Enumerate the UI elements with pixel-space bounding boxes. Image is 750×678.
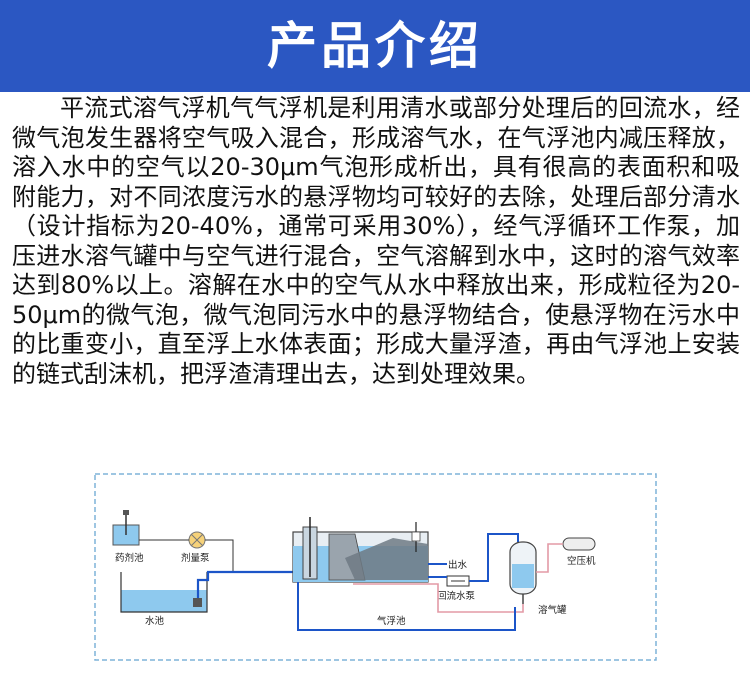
air-compressor-icon: [562, 537, 596, 551]
label-chemical-tank: 药剂池: [115, 552, 144, 564]
label-air-compressor: 空压机: [567, 555, 596, 567]
diagram-border: [94, 473, 657, 661]
air-pipe: [536, 543, 563, 573]
label-flotation-tank: 气浮池: [377, 615, 406, 627]
process-flow-diagram: 药剂池 剂量泵 水池: [93, 472, 658, 662]
dissolved-water-pipe: [353, 583, 524, 613]
title-banner: [0, 0, 750, 92]
label-outlet: 出水: [448, 559, 468, 571]
label-dissolved-air-tank: 溶气罐: [538, 604, 567, 616]
bottom-pipe: [297, 582, 516, 631]
dosing-line: [205, 539, 234, 572]
label-return-pump: 回流水泵: [437, 590, 476, 602]
water-tank: [120, 572, 208, 613]
chemical-tank: [112, 510, 140, 546]
return-pipe: [469, 533, 519, 582]
intro-paragraph: 平流式溶气浮机气气浮机是利用清水或部分处理后的回流水，经微气泡发生器将空气吸入混…: [12, 94, 740, 388]
return-pump-icon: [446, 575, 470, 587]
label-dosing-pump: 剂量泵: [181, 552, 210, 564]
flotation-tank: [292, 517, 429, 583]
page-title: 产品介绍: [267, 17, 483, 75]
label-water-tank: 水池: [145, 615, 165, 627]
inlet-pipe: [196, 554, 300, 598]
dosing-pump-icon: [188, 531, 206, 549]
process-flow-svg: 药剂池 剂量泵 水池: [94, 473, 657, 661]
dissolved-air-tank: [509, 541, 537, 604]
